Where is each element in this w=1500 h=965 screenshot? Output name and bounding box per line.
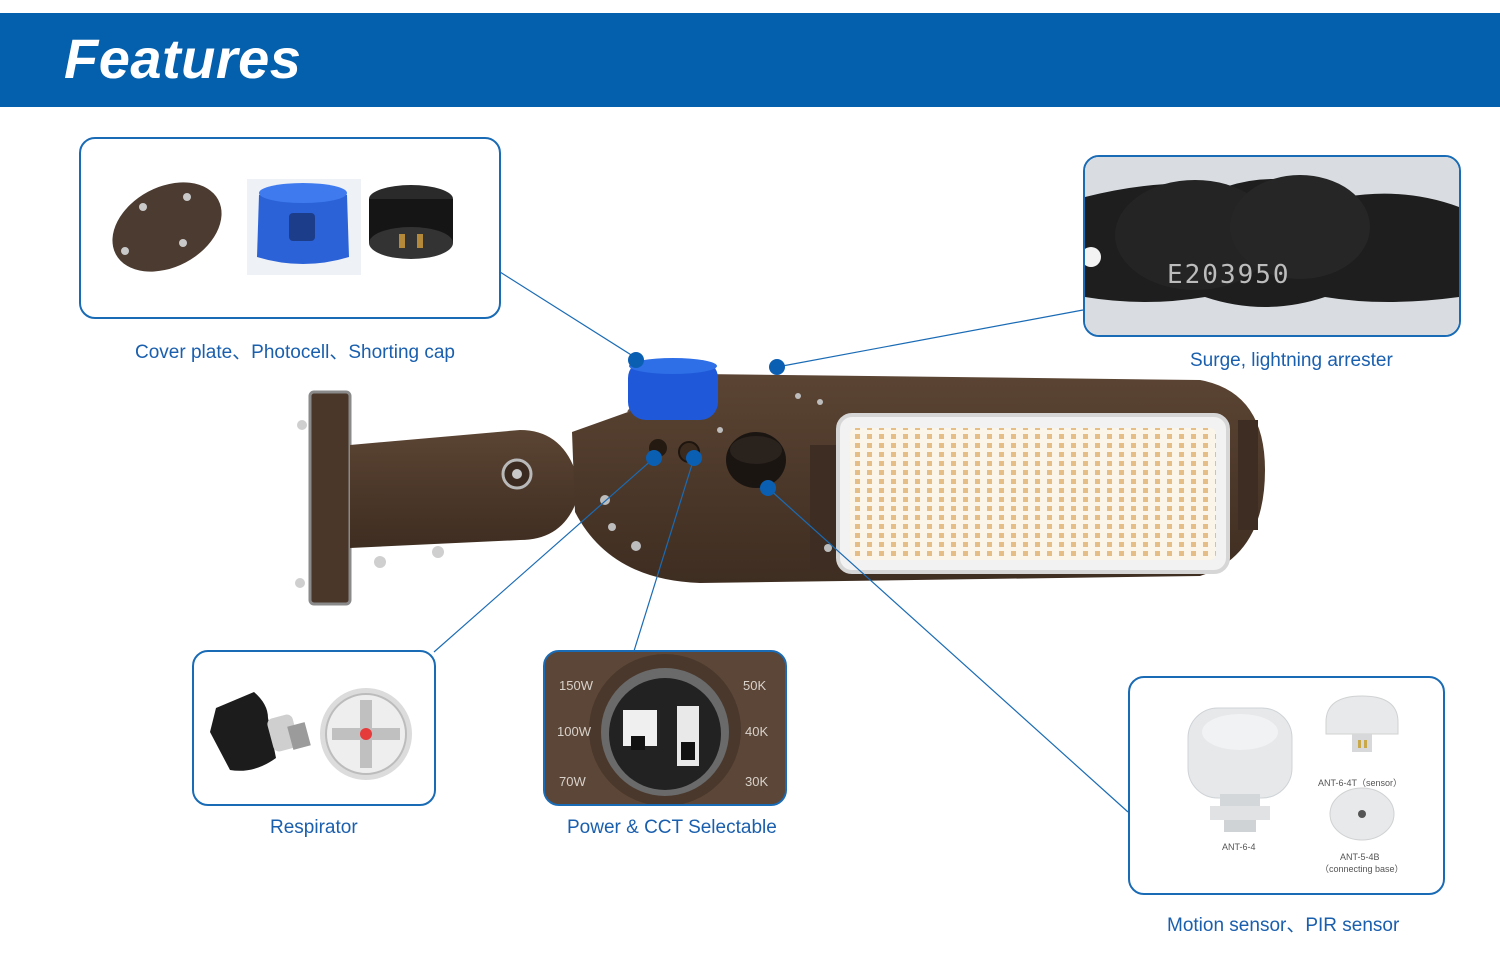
respirator-vent-icon [320,688,412,780]
photocell-icon [247,179,361,275]
led-panel [836,413,1230,574]
caption-surge: Surge, lightning arrester [1190,350,1393,371]
watt-label-2: 100W [557,724,592,739]
dot-power [686,450,702,466]
callout-dots [628,352,785,496]
power-selector-image: 150W 100W 70W 50K 40K 30K [545,652,785,804]
cover-images [112,179,453,275]
cover-plate-icon [112,182,222,272]
watt-label-3: 70W [559,774,586,789]
cct-label-3: 30K [745,774,768,789]
page-title: Features [64,27,302,90]
callout-sensor: ANT-6-4 ANT-6-4T（sensor） ANT-5-4B （conne… [1128,676,1445,895]
surge-image: E203950 [1085,157,1459,335]
sensor-label-sensor: ANT-6-4T（sensor） [1318,778,1402,788]
cct-label-2: 40K [745,724,768,739]
respirator-images [210,688,412,780]
caption-power: Power & CCT Selectable [567,817,777,838]
caption-respirator: Respirator [270,817,358,838]
respirator-plug-icon [210,692,311,771]
connector-surge [776,309,1084,368]
mounting-bracket [295,390,575,606]
callout-power: 150W 100W 70W 50K 40K 30K [543,650,787,806]
connector-power [633,457,695,652]
connector-sensor [767,487,1129,813]
connector-lines [433,271,1129,813]
callout-respirator [192,650,436,806]
caption-cover: Cover plate、Photocell、Shorting cap [135,342,456,363]
sensor-label-base-code: ANT-5-4B [1340,852,1380,862]
dot-cover [628,352,644,368]
callout-cover [79,137,501,319]
connecting-base-icon [1329,787,1395,841]
pir-sensor-icon [1325,695,1399,752]
dot-surge [769,359,785,375]
connector-cover [499,271,637,359]
callout-surge: E203950 [1083,155,1461,337]
header-banner: Features [0,13,1500,107]
shorting-cap-icon [369,185,453,259]
watt-label-1: 150W [559,678,594,693]
cct-label-1: 50K [743,678,766,693]
surge-cable-text: E203950 [1167,260,1291,290]
caption-sensor: Motion sensor、PIR sensor [1167,915,1400,936]
motion-sensor-icon [1187,707,1293,832]
dot-respirator [646,450,662,466]
sensor-label-main: ANT-6-4 [1222,842,1256,852]
dot-sensor [760,480,776,496]
sensor-label-base-desc: （connecting base） [1320,864,1404,874]
sensor-images: ANT-6-4 ANT-6-4T（sensor） ANT-5-4B （conne… [1187,695,1404,874]
connector-respirator [433,457,655,653]
